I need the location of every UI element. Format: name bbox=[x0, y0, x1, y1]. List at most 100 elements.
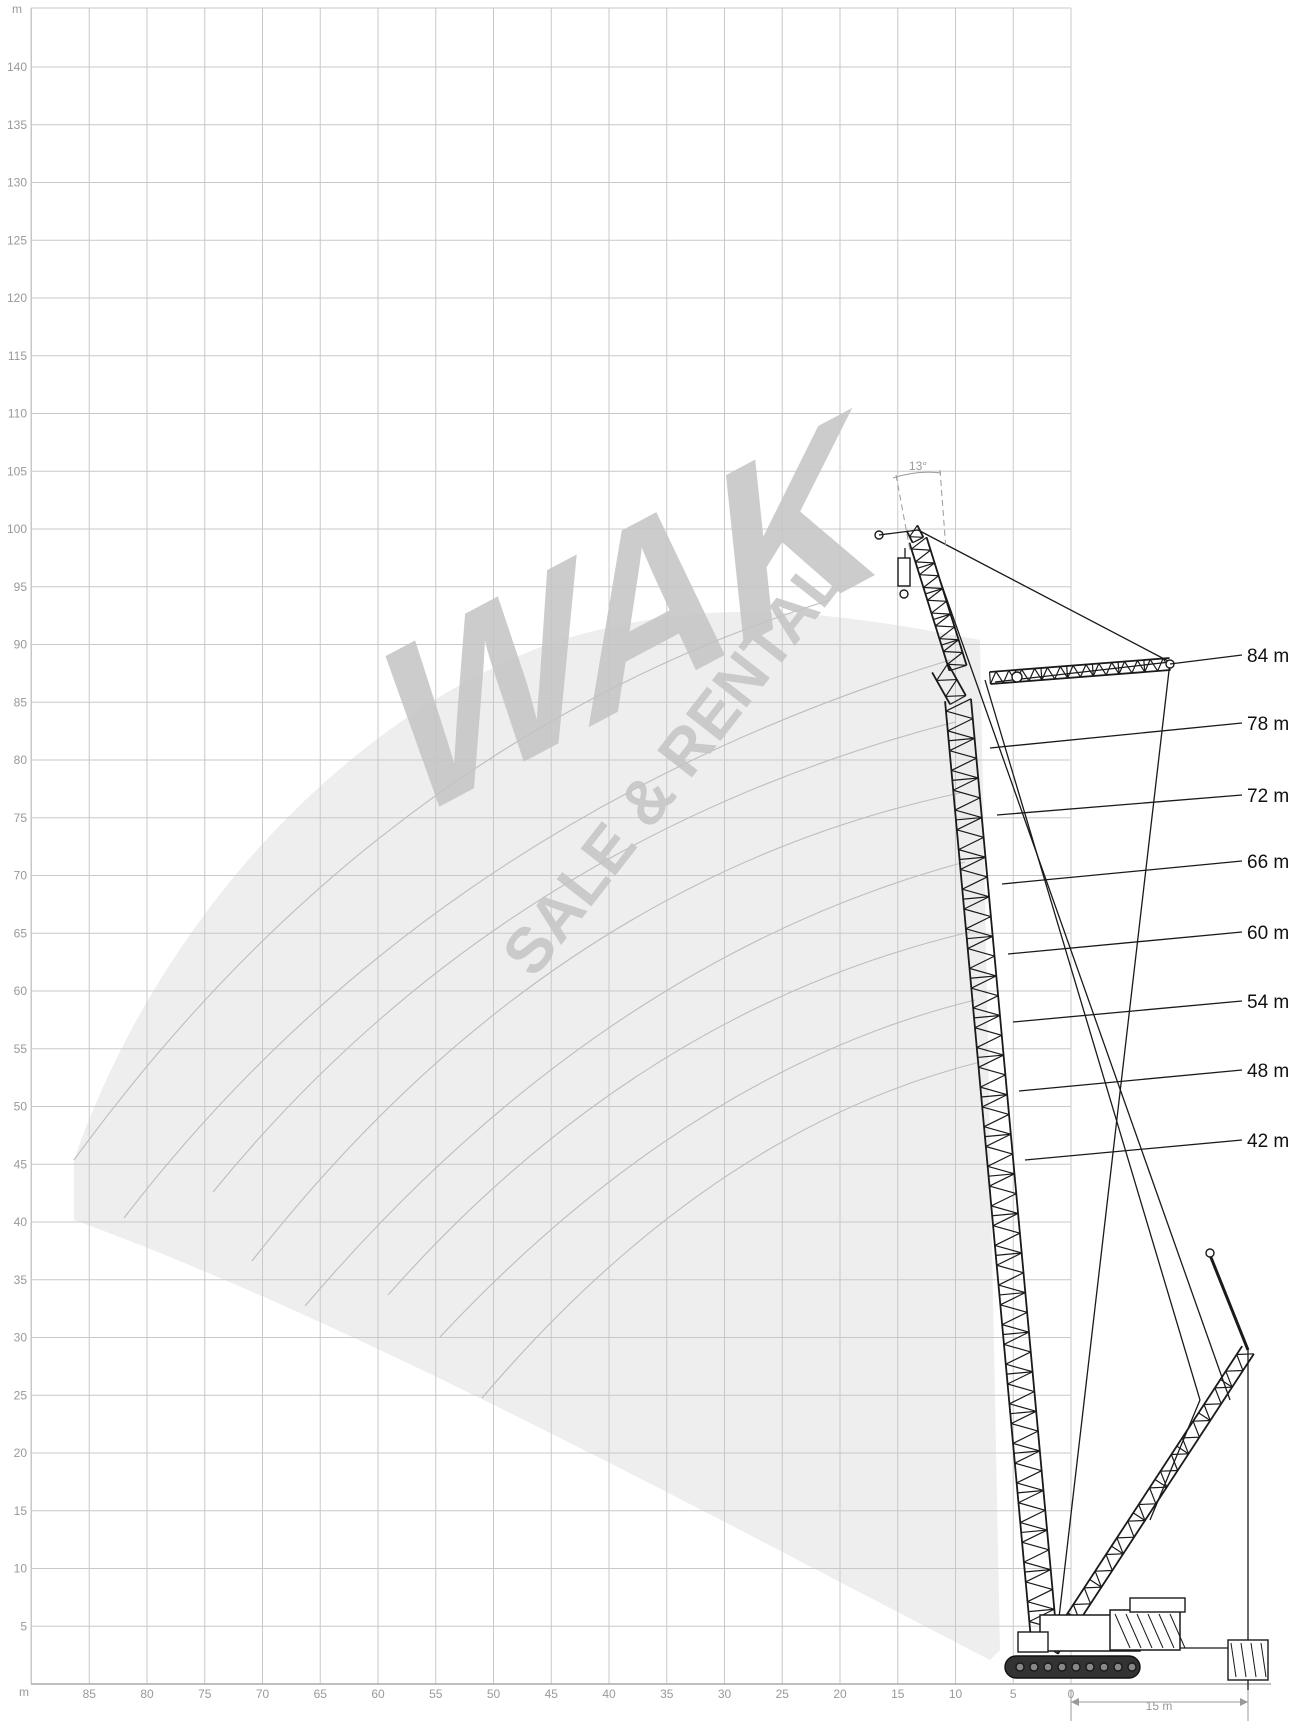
lacing bbox=[994, 1244, 1022, 1254]
hook bbox=[899, 589, 909, 599]
batten bbox=[984, 1133, 1011, 1138]
track-roller bbox=[1015, 1662, 1025, 1672]
boom-pendant bbox=[984, 679, 1201, 1401]
lacing bbox=[945, 679, 958, 697]
lacing bbox=[1073, 1603, 1091, 1606]
batten bbox=[1220, 1379, 1233, 1388]
lacing bbox=[1067, 665, 1074, 679]
lacing bbox=[1138, 1504, 1146, 1521]
batten bbox=[988, 1173, 1015, 1177]
lacing bbox=[994, 1232, 1021, 1246]
lacing bbox=[1001, 1311, 1028, 1326]
lacing bbox=[1182, 1436, 1200, 1439]
batten bbox=[992, 1212, 1019, 1217]
counterweight-line bbox=[1158, 1613, 1175, 1649]
lacing bbox=[1010, 1410, 1037, 1425]
engine-housing bbox=[1129, 1597, 1186, 1613]
y-tick-label: 120 bbox=[7, 291, 27, 305]
y-tick-label: 60 bbox=[14, 984, 28, 998]
y-tick-label: 80 bbox=[14, 753, 28, 767]
lacing bbox=[1025, 1569, 1051, 1583]
lacing bbox=[958, 849, 986, 858]
lacing bbox=[974, 1014, 1001, 1029]
lacing bbox=[960, 856, 986, 870]
lacing bbox=[1079, 664, 1087, 678]
lacing bbox=[1020, 1521, 1048, 1531]
lacing bbox=[1084, 1586, 1102, 1589]
batten bbox=[1002, 1331, 1030, 1336]
lacing bbox=[1012, 1430, 1039, 1444]
lacing bbox=[992, 1225, 1021, 1234]
lacing bbox=[1005, 1363, 1033, 1373]
dimension-arrow bbox=[1240, 1698, 1248, 1706]
y-tick-label: 75 bbox=[14, 811, 28, 825]
x-tick-label: 30 bbox=[718, 1687, 732, 1701]
lacing bbox=[985, 1145, 1013, 1155]
angle-arc bbox=[892, 471, 942, 479]
lacing bbox=[971, 975, 997, 989]
batten bbox=[970, 975, 997, 979]
x-tick-label: 85 bbox=[83, 1687, 97, 1701]
leader-line bbox=[989, 722, 1243, 749]
leader-line bbox=[1012, 1000, 1243, 1023]
radius-arc bbox=[439, 999, 976, 1338]
lacing bbox=[911, 536, 927, 550]
lacing bbox=[965, 915, 992, 930]
lacing bbox=[1160, 1469, 1178, 1472]
lacing bbox=[1083, 1587, 1092, 1605]
batten bbox=[1132, 1512, 1146, 1521]
leader-line bbox=[1169, 654, 1243, 665]
lacing bbox=[980, 1074, 1006, 1088]
radius-arc bbox=[387, 931, 971, 1296]
ballast-line bbox=[1260, 1642, 1267, 1678]
track-roller bbox=[1113, 1662, 1123, 1672]
lacing bbox=[1149, 1487, 1157, 1505]
lacing bbox=[956, 829, 984, 838]
lacing bbox=[1171, 1453, 1189, 1456]
batten bbox=[949, 695, 967, 705]
lacing bbox=[963, 896, 990, 910]
x-unit-label: m bbox=[19, 1685, 29, 1699]
y-tick-label: 115 bbox=[8, 349, 27, 363]
radius-arc bbox=[73, 599, 831, 1161]
batten bbox=[1040, 667, 1043, 681]
lacing bbox=[1021, 1529, 1048, 1543]
lacing bbox=[989, 671, 997, 685]
boom-head-sheave bbox=[1011, 671, 1023, 683]
lacing bbox=[1225, 1370, 1233, 1388]
lacing bbox=[1028, 668, 1036, 682]
lacing bbox=[1005, 1351, 1032, 1365]
boom-length-label: 48 m bbox=[1247, 1061, 1289, 1082]
x-tick-label: 10 bbox=[949, 1687, 963, 1701]
batten bbox=[948, 737, 975, 742]
lacing bbox=[1054, 666, 1061, 680]
batten bbox=[917, 562, 935, 569]
x-tick-label: 65 bbox=[314, 1687, 328, 1701]
batten bbox=[977, 1054, 1004, 1059]
chord bbox=[931, 671, 951, 705]
lacing bbox=[923, 575, 939, 588]
lacing bbox=[1214, 1386, 1233, 1389]
lacing bbox=[1138, 1503, 1156, 1506]
axes: m m 510152025303540455055606570758085909… bbox=[7, 2, 1075, 1701]
batten bbox=[1111, 1545, 1124, 1555]
radius-arc bbox=[481, 1061, 981, 1399]
backstay bbox=[1149, 1399, 1201, 1521]
lacing bbox=[967, 948, 995, 957]
lacing bbox=[1023, 1561, 1051, 1571]
counterweight-line bbox=[1114, 1613, 1131, 1649]
batten bbox=[933, 613, 951, 621]
batten bbox=[1006, 1371, 1033, 1375]
track-roller bbox=[1127, 1662, 1137, 1672]
crawler-crane bbox=[874, 469, 1269, 1721]
lacing bbox=[919, 574, 939, 577]
boom-length-label: 66 m bbox=[1247, 852, 1289, 873]
y-tick-label: 70 bbox=[14, 869, 28, 883]
lacing bbox=[987, 1153, 1013, 1167]
y-tick-label: 90 bbox=[14, 638, 28, 652]
lacing bbox=[1192, 1420, 1200, 1438]
lacing bbox=[1023, 1549, 1050, 1563]
radius-arcs bbox=[73, 599, 981, 1399]
batten bbox=[1017, 1489, 1044, 1494]
lacing bbox=[1144, 659, 1151, 673]
